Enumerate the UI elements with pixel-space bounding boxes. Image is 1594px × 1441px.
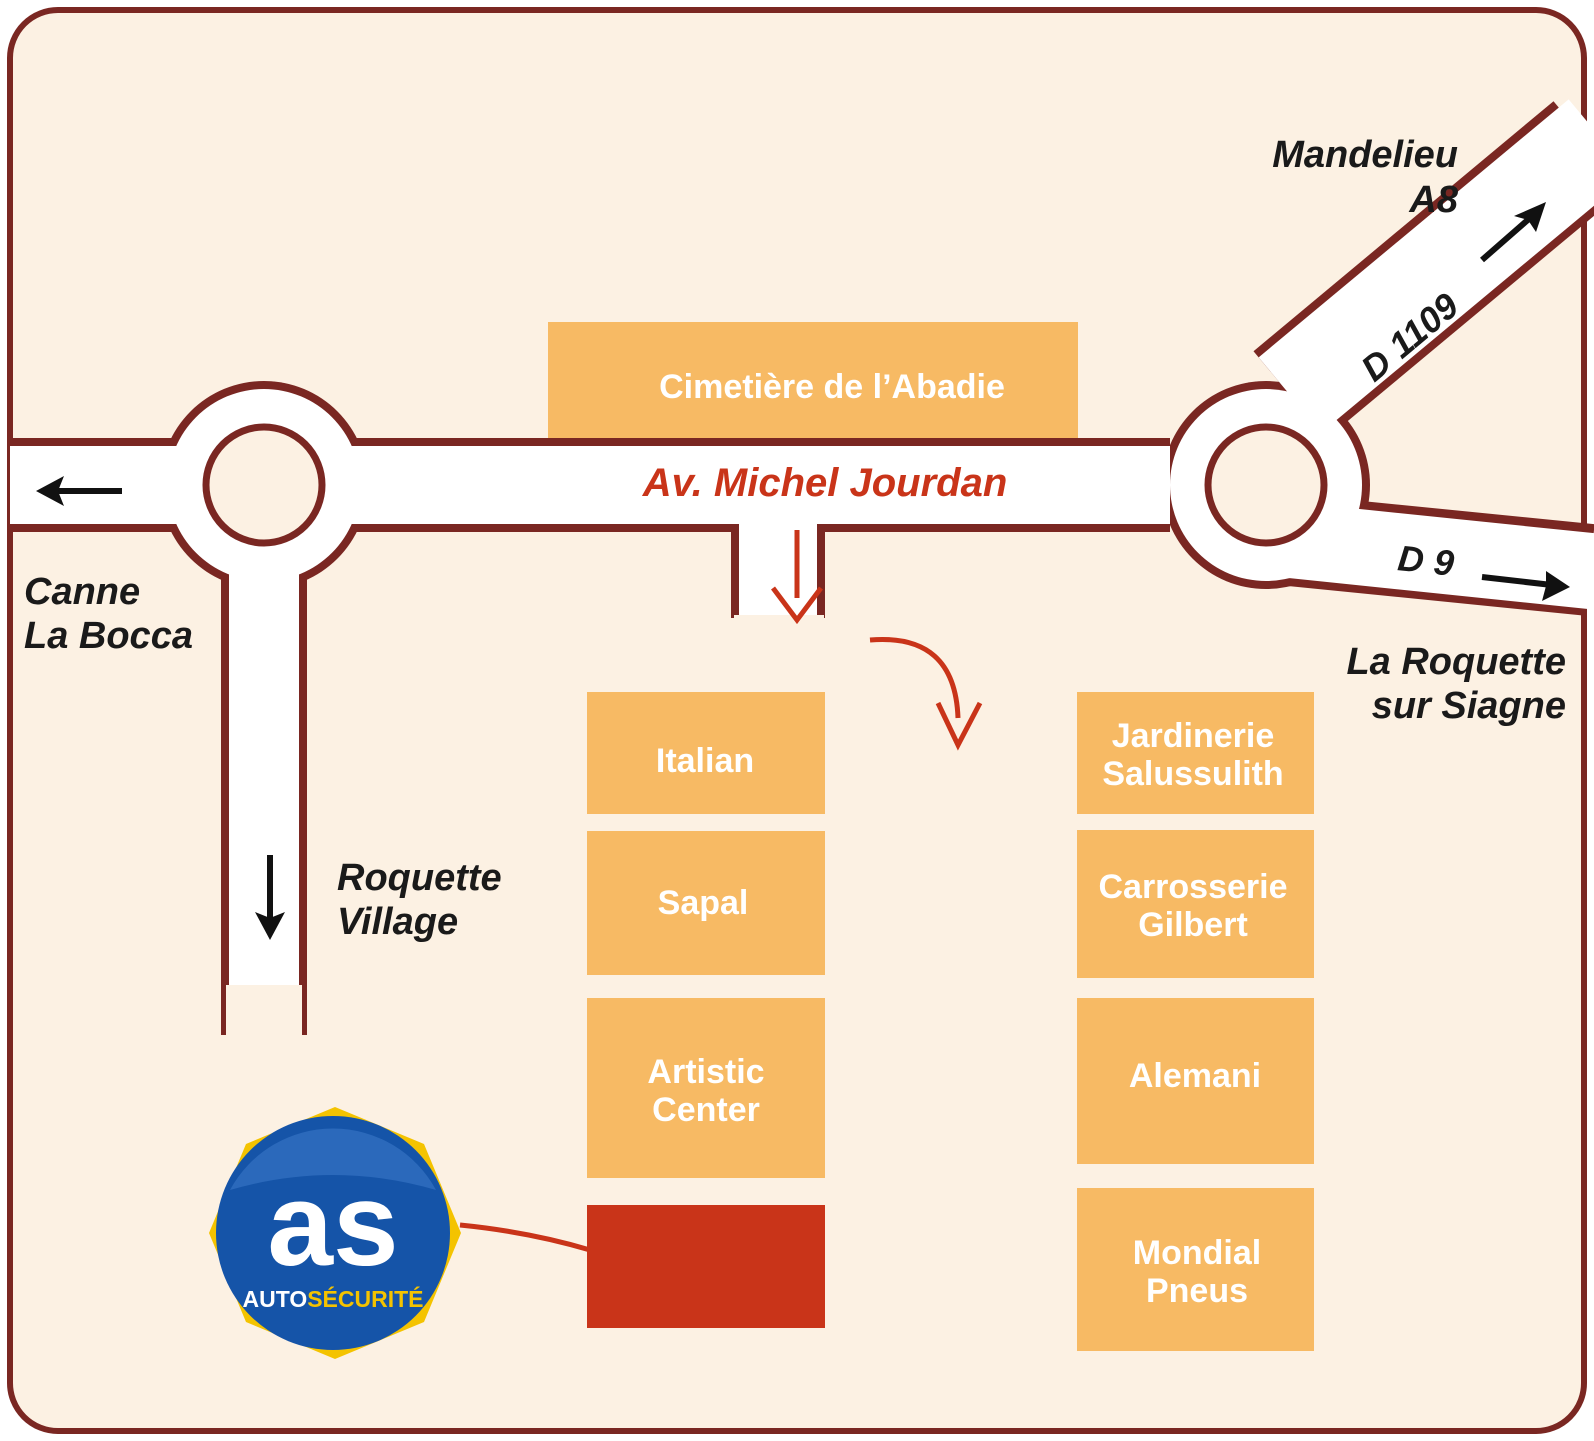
label-sapal: Sapal [658, 884, 749, 922]
road-end-south [226, 985, 302, 1045]
autosecurite-location [587, 1205, 825, 1328]
artistic-center-block [587, 998, 825, 1178]
logo-mark: as [267, 1159, 398, 1291]
sapal-block [587, 831, 825, 975]
label-artistic-1: Artistic [647, 1053, 764, 1091]
carrosserie-block [1077, 830, 1314, 978]
roundabout-west [202, 423, 326, 547]
label-roquette-2: sur Siagne [1372, 685, 1566, 727]
cemetery-block [548, 322, 1078, 438]
jardinerie-block [1077, 692, 1314, 814]
label-mondial-2: Pneus [1146, 1272, 1248, 1310]
arrow-down-red-icon [771, 586, 823, 625]
logo-word-securite: SÉCURITÉ [307, 1285, 423, 1312]
label-canne-1: Canne [24, 571, 140, 613]
label-jardinerie-1: Jardinerie [1112, 717, 1275, 755]
arrow-south-icon [255, 912, 285, 940]
mondial-block [1077, 1188, 1314, 1351]
label-alemani: Alemani [1129, 1057, 1261, 1095]
label-roquette-1: La Roquette [1346, 641, 1566, 683]
alemani-block [1077, 998, 1314, 1164]
label-carrosserie-1: Carrosserie [1098, 868, 1287, 906]
label-italian: Italian [656, 742, 754, 780]
road-end-access [734, 615, 824, 635]
label-carrosserie-2: Gilbert [1138, 906, 1248, 944]
access-arrows [771, 530, 983, 751]
road-network [10, 99, 1594, 1045]
arrow-curve-red-icon [935, 701, 983, 751]
building-blocks [548, 322, 1314, 1351]
label-d9: D 9 [1396, 537, 1456, 584]
label-mandelieu-1: Mandelieu [1272, 134, 1458, 176]
autosecurite-logo: as AUTOSÉCURITÉ [209, 1107, 461, 1359]
arrow-northeast-icon [1514, 202, 1546, 232]
italian-block [587, 692, 825, 814]
label-cemetery: Cimetière de l’Abadie [659, 368, 1005, 406]
label-main-street: Av. Michel Jourdan [642, 461, 1008, 505]
label-jardinerie-2: Salussulith [1102, 755, 1283, 793]
logo-highlight [230, 1128, 436, 1190]
direction-arrows [36, 202, 1570, 940]
label-mandelieu-2: A8 [1408, 179, 1458, 221]
label-mondial-1: Mondial [1133, 1234, 1261, 1272]
logo-connector-line [459, 1222, 591, 1253]
label-village-1: Roquette [337, 857, 502, 899]
label-canne-2: La Bocca [24, 615, 193, 657]
arrow-east-icon [1542, 571, 1570, 601]
arrow-west-icon [36, 476, 64, 506]
roundabout-east [1204, 423, 1328, 547]
label-artistic-2: Center [652, 1091, 760, 1129]
logo-wordmark: AUTOSÉCURITÉ [242, 1285, 423, 1312]
logo-word-auto: AUTO [242, 1286, 307, 1312]
label-village-2: Village [337, 901, 458, 943]
